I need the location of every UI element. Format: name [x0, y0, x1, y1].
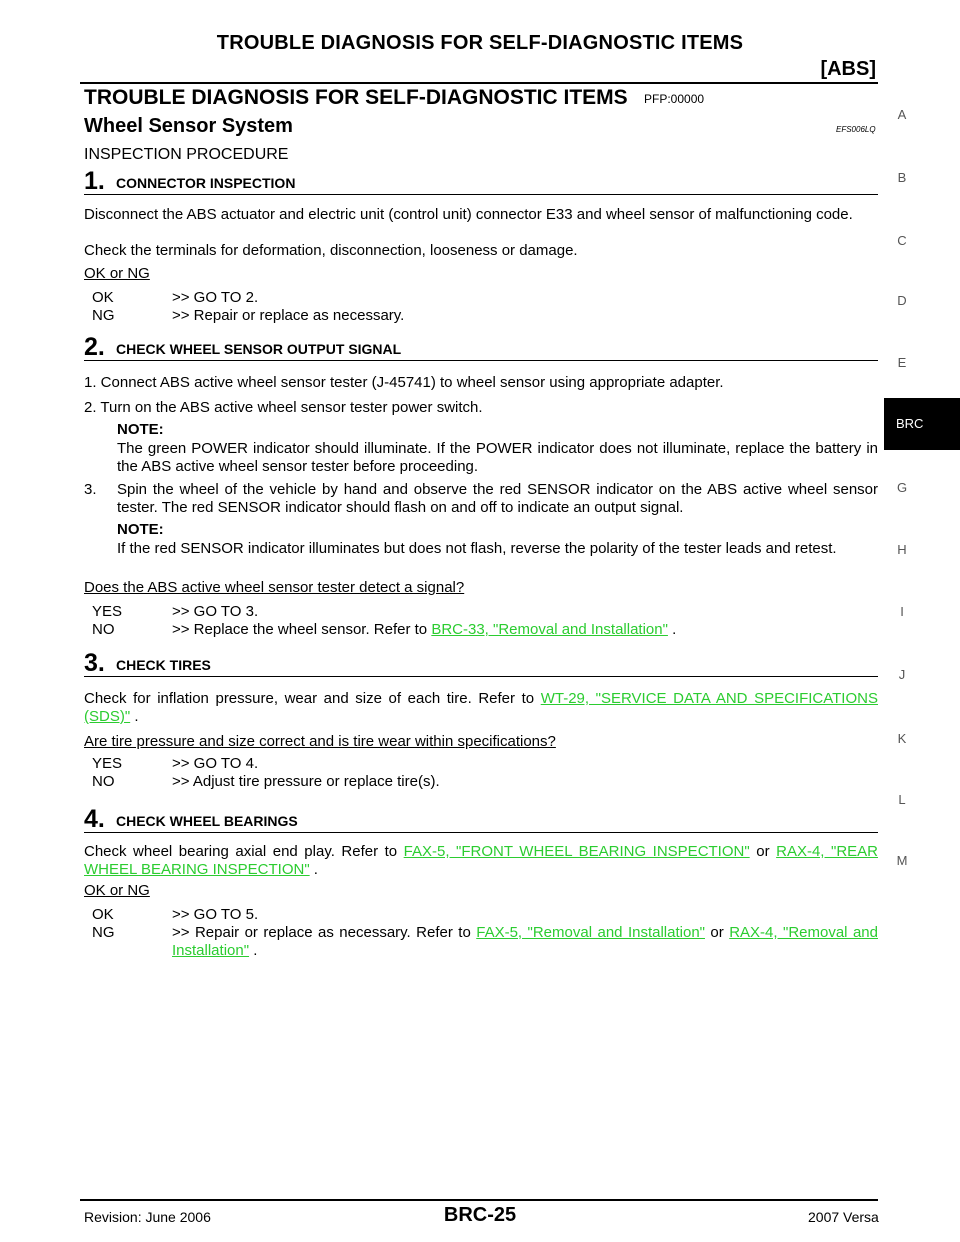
index-letter-g[interactable]: G — [896, 480, 908, 495]
step-3-option-yes: YES >> GO TO 4. — [92, 755, 886, 773]
index-letter-j[interactable]: J — [898, 667, 906, 682]
option-value: >> Repair or replace as necessary. Refer… — [172, 924, 878, 960]
option-text: >> Replace the wheel sensor. Refer to — [172, 621, 432, 638]
step-2-header: 2. CHECK WHEEL SENSOR OUTPUT SIGNAL — [84, 333, 878, 361]
link-rax-4-bearing[interactable]: RAX-4, "REAR WHEEL BEARING INSPECTION" — [84, 843, 878, 878]
section-title: Wheel Sensor System — [84, 115, 293, 137]
body-text-end: . — [130, 708, 139, 725]
option-key: NO — [92, 621, 115, 638]
step-3-question: Are tire pressure and size correct and i… — [84, 733, 556, 750]
footer-rule — [80, 1199, 878, 1201]
option-value: >> GO TO 4. — [172, 755, 259, 772]
step-number: 1. — [84, 167, 105, 195]
body-text: Check wheel bearing axial end play. Refe… — [84, 843, 404, 860]
index-letter-i[interactable]: I — [900, 604, 904, 619]
procedure-heading: INSPECTION PROCEDURE — [84, 146, 289, 163]
header-rule — [80, 82, 878, 84]
step-title: CHECK TIRES — [116, 657, 211, 673]
link-fax-5-bearing[interactable]: FAX-5, "FRONT WHEEL BEARING INSPECTION" — [403, 843, 750, 860]
step-1-header: 1. CONNECTOR INSPECTION — [84, 167, 878, 195]
option-value: >> GO TO 5. — [172, 906, 259, 923]
step-3-header: 3. CHECK TIRES — [84, 649, 878, 677]
note-label: NOTE: — [117, 521, 164, 538]
link-rax-4-removal[interactable]: RAX-4, "Removal and Installation" — [172, 924, 878, 959]
body-text: Check for inflation pressure, wear and s… — [84, 690, 541, 707]
step-2-option-yes: YES >> GO TO 3. — [92, 603, 886, 621]
note-label: NOTE: — [117, 421, 164, 438]
step-number: 4. — [84, 805, 105, 833]
step-3-body: Check for inflation pressure, wear and s… — [84, 690, 878, 726]
option-key: OK — [92, 906, 114, 923]
index-letter-d[interactable]: D — [897, 293, 907, 308]
step-2-note-1: The green POWER indicator should illumin… — [117, 440, 878, 475]
pfp-code: PFP:00000 — [644, 92, 705, 106]
option-key: NO — [92, 773, 115, 790]
step-title: CONNECTOR INSPECTION — [116, 175, 296, 191]
step-number: 3. — [84, 649, 105, 677]
index-letter-m[interactable]: M — [896, 853, 908, 868]
running-header-subtitle: [ABS] — [820, 58, 876, 80]
option-key: NG — [92, 924, 115, 941]
step-2-option-no: NO >> Replace the wheel sensor. Refer to… — [92, 621, 886, 639]
section-code: EFS006LQ — [836, 125, 876, 134]
body-text-end: . — [309, 861, 318, 878]
index-letter-l[interactable]: L — [898, 792, 906, 807]
step-2-note-2: If the red SENSOR indicator illuminates … — [117, 540, 837, 557]
option-key: YES — [92, 603, 123, 620]
step-1-option-ok: OK >> GO TO 2. — [92, 289, 886, 307]
step-4-option-ng: NG >> Repair or replace as necessary. Re… — [92, 924, 886, 960]
option-key: NG — [92, 307, 115, 324]
link-wt-29[interactable]: WT-29, "SERVICE DATA AND SPECIFICATIONS … — [84, 690, 878, 725]
step-2-question: Does the ABS active wheel sensor tester … — [84, 579, 465, 596]
option-text: >> Repair or replace as necessary. Refer… — [172, 924, 477, 941]
option-value: >> Adjust tire pressure or replace tire(… — [172, 773, 440, 790]
footer-model: 2007 Versa — [808, 1209, 879, 1225]
step-4-question: OK or NG — [84, 882, 150, 899]
step-2-item-3-number: 3. — [84, 481, 97, 498]
index-tab-brc[interactable]: BRC — [884, 398, 960, 450]
index-letter-h[interactable]: H — [897, 542, 907, 557]
index-letter-e[interactable]: E — [897, 355, 907, 370]
step-2-item-3: Spin the wheel of the vehicle by hand an… — [117, 481, 878, 516]
option-text-end: . — [667, 621, 677, 638]
option-text-end: . — [249, 942, 258, 959]
step-1-question: OK or NG — [84, 265, 150, 282]
step-1-body: Disconnect the ABS actuator and electric… — [84, 206, 853, 223]
step-3-option-no: NO >> Adjust tire pressure or replace ti… — [92, 773, 886, 791]
step-title: CHECK WHEEL BEARINGS — [116, 813, 298, 829]
step-1-body-2: Check the terminals for deformation, dis… — [84, 242, 578, 259]
running-header-title: TROUBLE DIAGNOSIS FOR SELF-DIAGNOSTIC IT… — [216, 32, 744, 54]
index-letter-a[interactable]: A — [897, 107, 907, 122]
option-text-mid: or — [704, 924, 730, 941]
step-2-item-1: 1. Connect ABS active wheel sensor teste… — [84, 374, 724, 391]
option-key: YES — [92, 755, 123, 772]
footer-page-number: BRC-25 — [443, 1204, 517, 1226]
step-2-item-2: 2. Turn on the ABS active wheel sensor t… — [84, 399, 483, 416]
link-fax-5-removal[interactable]: FAX-5, "Removal and Installation" — [476, 924, 705, 941]
option-value: >> Repair or replace as necessary. — [172, 307, 405, 324]
footer-revision: Revision: June 2006 — [84, 1209, 211, 1225]
index-letter-b[interactable]: B — [897, 170, 907, 185]
step-4-option-ok: OK >> GO TO 5. — [92, 906, 886, 924]
step-number: 2. — [84, 333, 105, 361]
step-1-option-ng: NG >> Repair or replace as necessary. — [92, 307, 886, 325]
body-text-mid: or — [749, 843, 777, 860]
page-title: TROUBLE DIAGNOSIS FOR SELF-DIAGNOSTIC IT… — [84, 86, 628, 109]
step-title: CHECK WHEEL SENSOR OUTPUT SIGNAL — [116, 341, 402, 357]
option-value: >> GO TO 3. — [172, 603, 259, 620]
step-4-header: 4. CHECK WHEEL BEARINGS — [84, 805, 878, 833]
index-letter-k[interactable]: K — [897, 731, 907, 746]
option-key: OK — [92, 289, 114, 306]
index-letter-c[interactable]: C — [897, 233, 907, 248]
option-value: >> GO TO 2. — [172, 289, 259, 306]
link-brc-33[interactable]: BRC-33, "Removal and Installation" — [431, 621, 668, 638]
option-value: >> Replace the wheel sensor. Refer to BR… — [172, 621, 886, 639]
step-4-body: Check wheel bearing axial end play. Refe… — [84, 843, 878, 879]
